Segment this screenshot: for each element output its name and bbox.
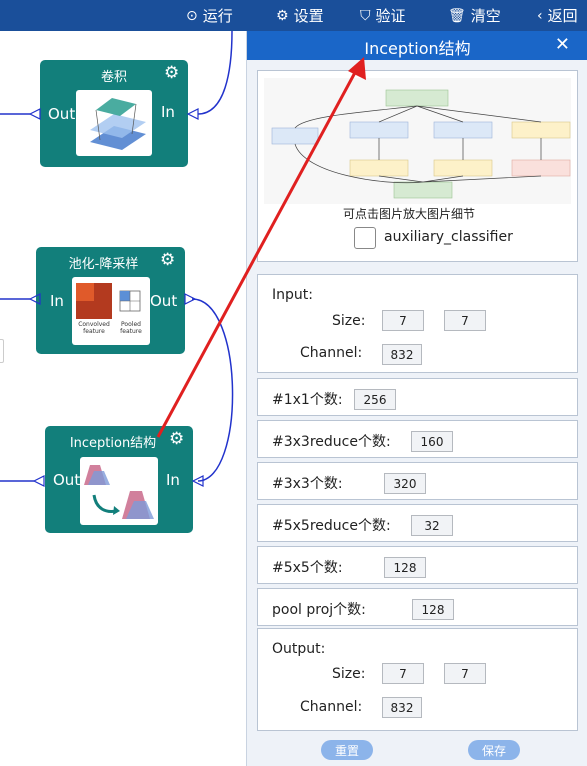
input-channel-field[interactable]: 832: [382, 344, 422, 365]
chevron-left-icon: ‹: [537, 7, 543, 24]
param-3x3reduce-label: #3x3reduce个数:: [272, 434, 391, 450]
pool-in-port[interactable]: In: [50, 292, 64, 310]
param-pool-proj-label: pool proj个数:: [272, 602, 366, 618]
run-label: 运行: [202, 7, 233, 25]
clear-label: 清空: [470, 7, 501, 25]
param-row-3x3: #3x3个数: 320: [257, 462, 578, 500]
output-size-w-field[interactable]: 7: [382, 663, 424, 684]
back-label: 返回: [547, 7, 578, 25]
param-5x5reduce-field[interactable]: 32: [411, 515, 453, 536]
inception-node[interactable]: Inception结构 ⚙ Out In: [45, 426, 193, 533]
play-circle-icon: ⊙: [186, 7, 198, 24]
input-size-h-field[interactable]: 7: [444, 310, 486, 331]
preview-card: 可点击图片放大图片细节 auxiliary_classifier: [257, 70, 578, 262]
inception-diagram-preview[interactable]: [264, 78, 571, 204]
panel-title: Inception结构: [364, 39, 471, 58]
input-size-w-field[interactable]: 7: [382, 310, 424, 331]
output-channel-label: Channel:: [300, 699, 363, 715]
input-channel-label: Channel:: [300, 345, 363, 361]
conv-out-port[interactable]: Out: [48, 105, 76, 123]
save-button[interactable]: 保存: [468, 740, 520, 760]
output-card: Output: Size: 7 7 Channel: 832: [257, 628, 578, 731]
input-title: Input:: [272, 287, 313, 303]
close-icon[interactable]: ✕: [554, 34, 570, 55]
inception-diagram-image: [271, 89, 571, 199]
auxiliary-classifier-label: auxiliary_classifier: [384, 229, 513, 245]
param-pool-proj-field[interactable]: 128: [412, 599, 454, 620]
trash-icon: 🗑: [448, 7, 466, 24]
gear-icon: ⚙: [276, 7, 289, 24]
conv-node-title: 卷积: [100, 70, 127, 85]
settings-label: 设置: [293, 7, 324, 25]
param-5x5reduce-label: #5x5reduce个数:: [272, 518, 391, 534]
inception-icon: [84, 465, 154, 519]
param-5x5-field[interactable]: 128: [384, 557, 426, 578]
param-3x3-label: #3x3个数:: [272, 476, 343, 492]
pool-node-title: 池化-降采样: [68, 257, 139, 272]
reset-button[interactable]: 重置: [321, 740, 373, 760]
validate-button[interactable]: ⛉ 验证: [360, 0, 406, 31]
panel-header: Inception结构 ✕: [247, 31, 587, 60]
param-1x1-label: #1x1个数:: [272, 392, 343, 408]
param-row-1x1: #1x1个数: 256: [257, 378, 578, 416]
param-3x3reduce-field[interactable]: 160: [411, 431, 453, 452]
flow-canvas[interactable]: 卷积 ⚙ Out In 池化-降采样 ⚙ In Out: [0, 31, 246, 766]
param-row-pool-proj: pool proj个数: 128: [257, 588, 578, 626]
validate-label: 验证: [375, 7, 406, 25]
convolution-icon: [90, 98, 146, 150]
inception-node-title: Inception结构: [69, 436, 157, 451]
param-row-3x3reduce: #3x3reduce个数: 160: [257, 420, 578, 458]
properties-panel: Inception结构 ✕ 可点击图片放大图片细节 auxili: [246, 31, 587, 766]
pooled-caption: Pooled feature: [120, 321, 142, 335]
run-button[interactable]: ⊙ 运行: [186, 0, 233, 31]
param-1x1-field[interactable]: 256: [354, 389, 396, 410]
input-card: Input: Size: 7 7 Channel: 832: [257, 274, 578, 373]
convolved-caption: Convolved feature: [78, 321, 110, 335]
shield-icon: ⛉: [360, 7, 371, 24]
inception-thumbnail: [80, 457, 158, 525]
clear-button[interactable]: 🗑 清空: [448, 0, 501, 31]
auxiliary-classifier-checkbox[interactable]: [354, 227, 376, 249]
param-5x5-label: #5x5个数:: [272, 560, 343, 576]
output-size-label: Size:: [332, 666, 366, 682]
inception-in-port[interactable]: In: [166, 471, 180, 489]
output-size-h-field[interactable]: 7: [444, 663, 486, 684]
offscreen-node-edge: [0, 339, 4, 363]
pool-thumbnail: Convolved feature Pooled feature: [72, 277, 150, 345]
output-channel-field[interactable]: 832: [382, 697, 422, 718]
pooling-icon: [76, 283, 141, 319]
back-button[interactable]: ‹ 返回: [537, 0, 578, 31]
param-row-5x5: #5x5个数: 128: [257, 546, 578, 584]
param-3x3-field[interactable]: 320: [384, 473, 426, 494]
inception-out-port[interactable]: Out: [53, 471, 81, 489]
preview-hint: 可点击图片放大图片细节: [343, 207, 476, 221]
conv-thumbnail: [76, 90, 152, 156]
input-size-label: Size:: [332, 313, 366, 329]
output-title: Output:: [272, 641, 326, 657]
top-toolbar: ⊙ 运行 ⚙ 设置 ⛉ 验证 🗑 清空 ‹ 返回: [0, 0, 587, 31]
param-row-5x5reduce: #5x5reduce个数: 32: [257, 504, 578, 542]
port-markers: [28, 108, 204, 487]
settings-button[interactable]: ⚙ 设置: [276, 0, 324, 31]
